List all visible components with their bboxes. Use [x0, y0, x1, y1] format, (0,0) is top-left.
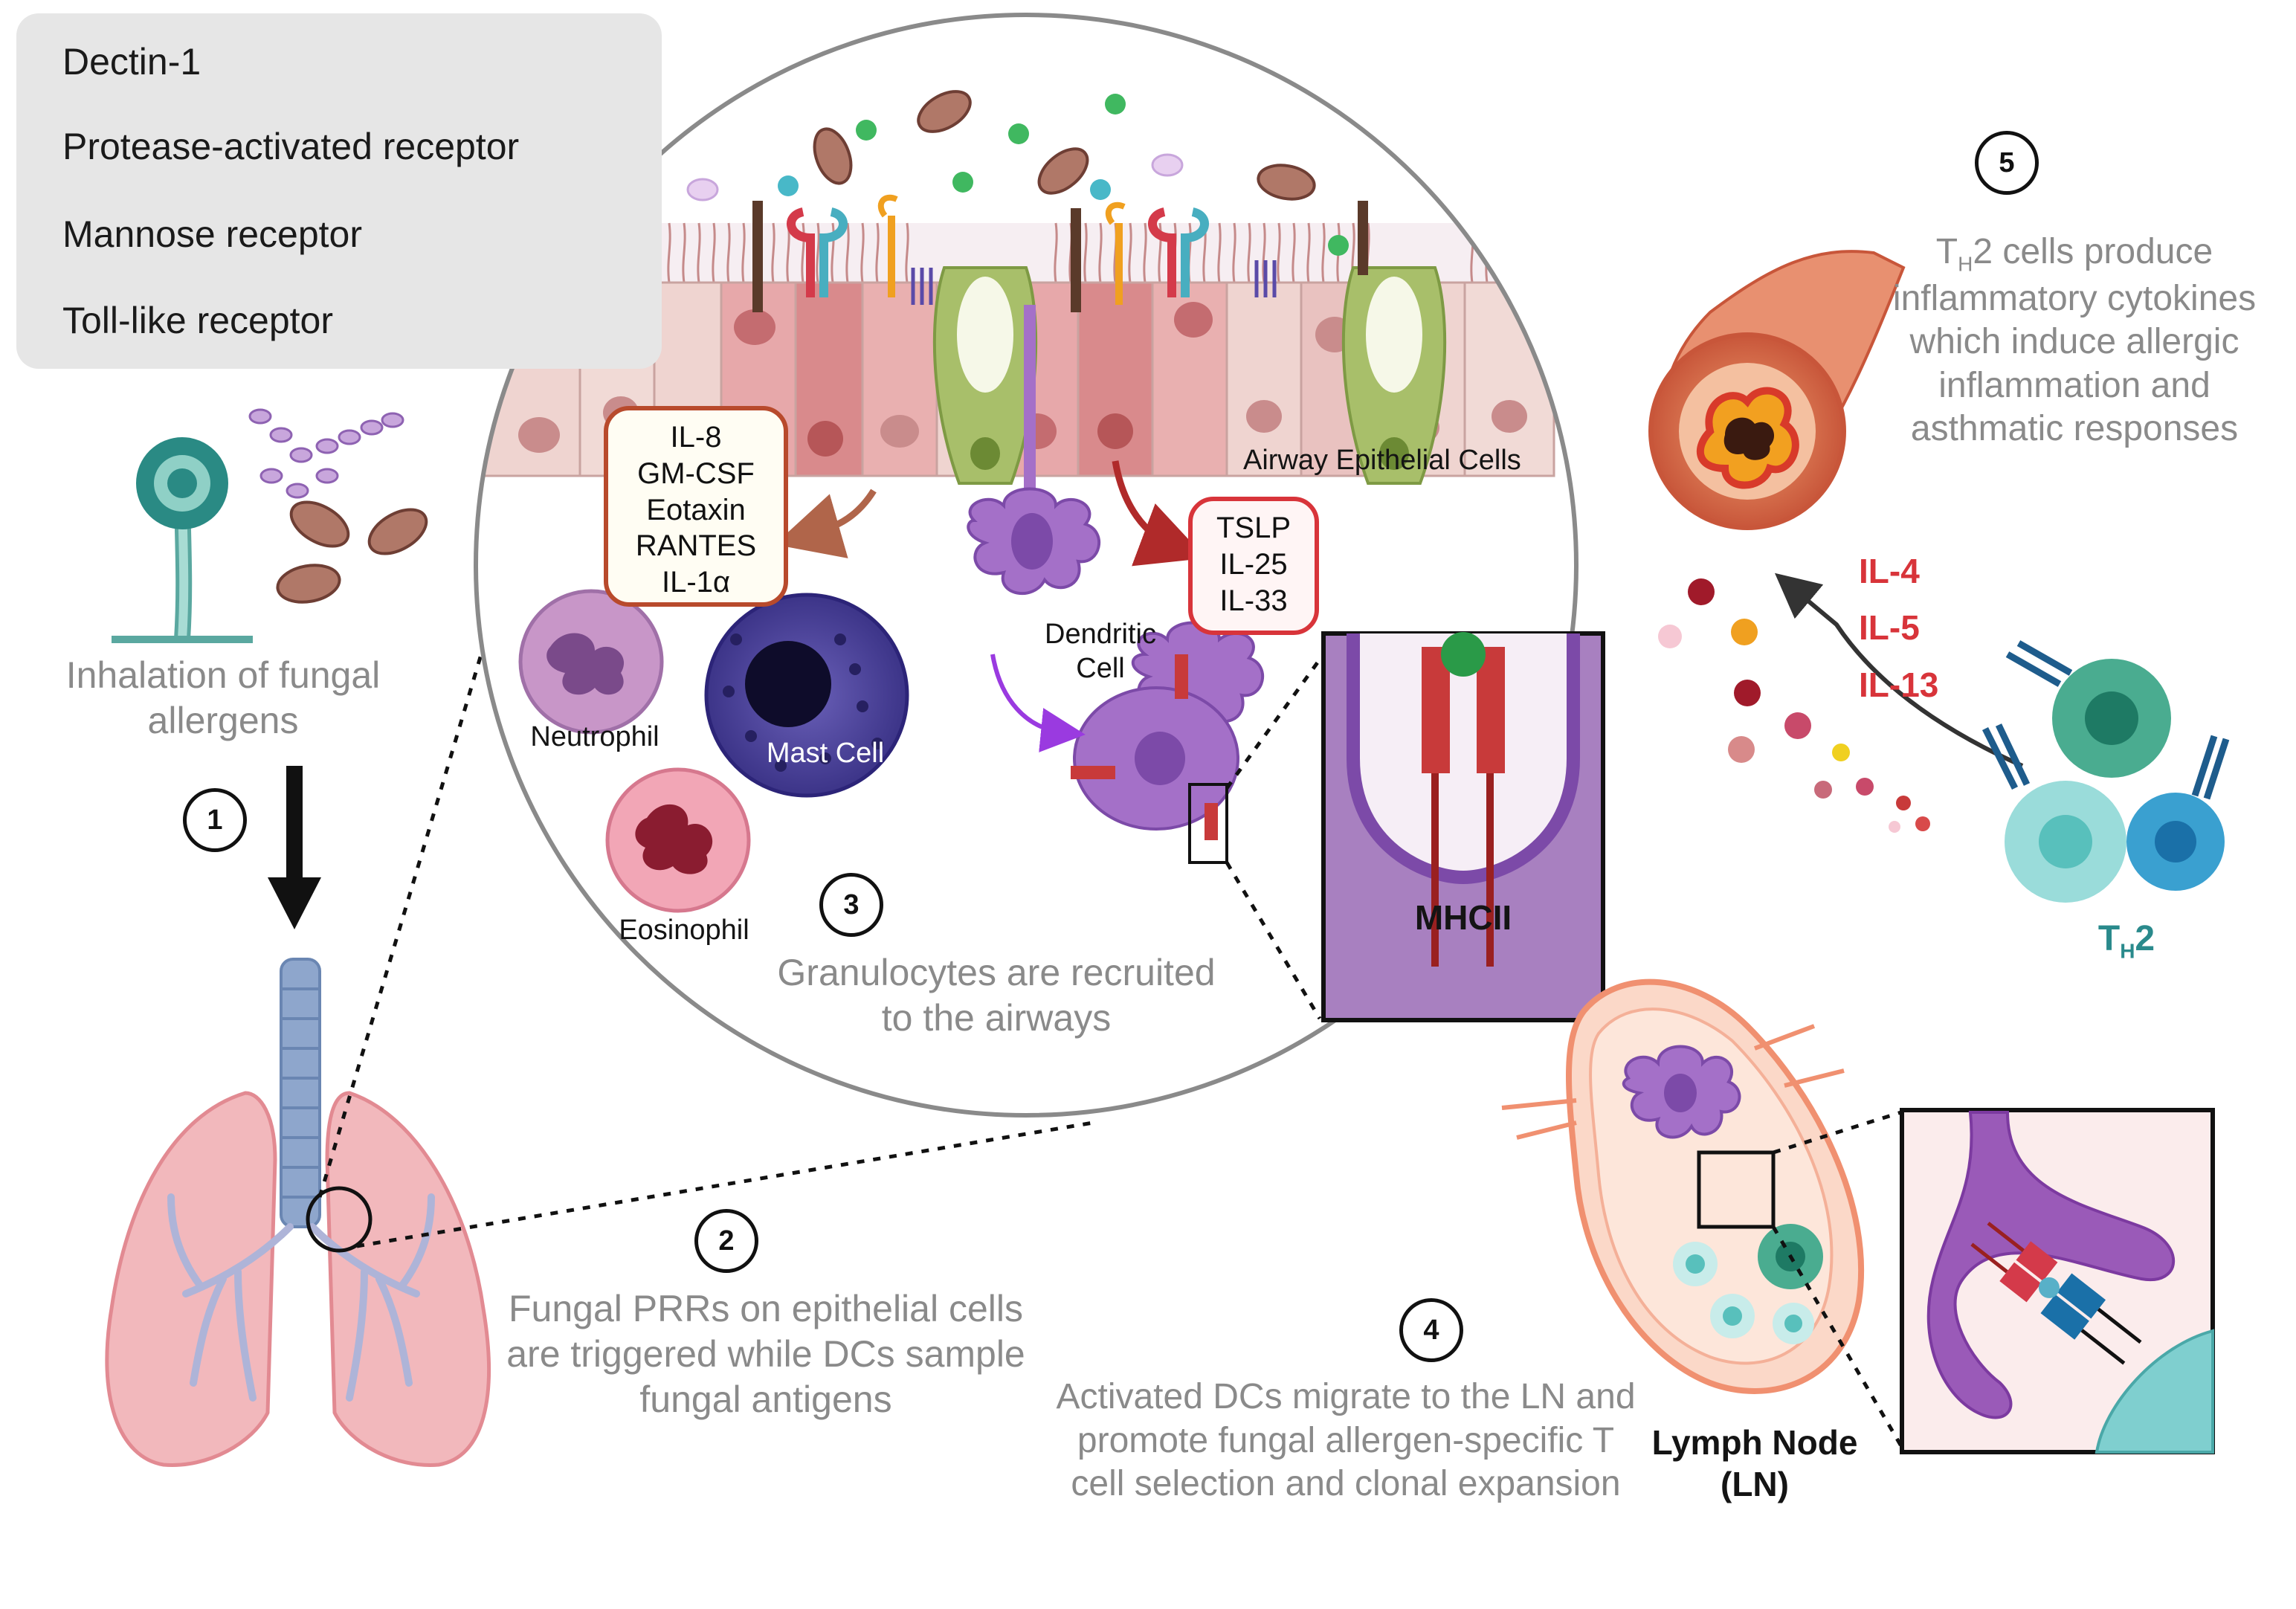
th2-label-t: T	[2097, 919, 2121, 958]
step-1-badge: 1	[183, 788, 247, 852]
legend-label-mannose-receptor: Mannose receptor	[62, 213, 363, 255]
dendritic-cell-icon	[967, 305, 1264, 840]
cytokine-il-8: IL-8	[670, 421, 722, 454]
airway-zoom-circle	[474, 13, 1578, 1118]
th2-cytokine-il-5: IL-5	[1859, 608, 1920, 648]
label-dendritic-cell: Dendritic Cell	[1045, 619, 1156, 685]
alarmin-tslp: TSLP	[1216, 512, 1292, 544]
airborne-spores	[686, 90, 1349, 256]
cytokine-particles	[1658, 578, 1930, 833]
fungus-icon	[112, 437, 253, 643]
th2-label-subscript: H	[2120, 939, 2135, 963]
lungs-icon	[105, 958, 491, 1467]
cytokine-rantes: RANTES	[635, 529, 757, 563]
mhcii-panel	[1321, 631, 1605, 1022]
ln-zoom-line-upper	[1773, 1109, 1904, 1155]
legend-label-dectin-1: Dectin-1	[62, 41, 201, 83]
step-5-text-t: T	[1935, 232, 1958, 271]
alarmin-il-25: IL-25	[1219, 547, 1288, 581]
alarmin-secretion-arrow	[1112, 460, 1207, 567]
label-mast-cell: Mast Cell	[766, 738, 885, 769]
dc-activation-arrow	[990, 654, 1086, 752]
label-airway-epithelial-cells: Airway Epithelial Cells	[1243, 445, 1521, 476]
step-4-text: Activated DCs migrate to the LN and prom…	[1056, 1377, 1636, 1504]
spore-icon	[248, 408, 404, 499]
th2-label-suffix: 2	[2135, 919, 2155, 958]
eosinophil-icon	[605, 767, 751, 913]
th2-cytokine-list: IL-4 IL-5 IL-13	[1859, 543, 1938, 713]
step-5-text-rest: 2 cells produce inflammatory cytokines w…	[1892, 232, 2257, 449]
epithelial-cytokine-box: IL-8 GM-CSF Eotaxin RANTES IL-1α	[604, 406, 788, 607]
cytokine-eotaxin: Eotaxin	[646, 493, 746, 526]
neutrophil-icon	[518, 589, 664, 735]
mhcii-zoom-line-upper	[1225, 653, 1326, 790]
step-5-text: TH2 cells produce inflammatory cytokines…	[1859, 230, 2290, 451]
zoom-line-lower	[356, 1121, 1094, 1248]
protease-activated-receptor	[911, 260, 1277, 305]
step-3-badge: 3	[819, 873, 883, 937]
inhalation-arrow-shaft	[286, 766, 303, 889]
legend-label-toll-like-receptor: Toll-like receptor	[62, 300, 334, 341]
mhcii-zoom-line-lower	[1225, 861, 1322, 1020]
step-5-badge: 5	[1975, 131, 2039, 195]
ln-zoom-line-lower	[1771, 1225, 1906, 1451]
airway-zoom-view	[476, 15, 1576, 1115]
lymph-node-icon	[1501, 978, 1865, 1394]
inhalation-arrow-head	[268, 877, 321, 929]
alarmin-box: TSLP IL-25 IL-33	[1188, 497, 1319, 635]
lung-zoom-marker	[306, 1186, 373, 1253]
fungal-spore-seed-icon	[276, 500, 428, 604]
label-th2: TH2	[2067, 918, 2186, 964]
step-5-text-subscript: H	[1958, 252, 1973, 276]
th2-cytokine-il-4: IL-4	[1859, 552, 1920, 590]
legend-label-protease-activated-receptor: Protease-activated receptor	[62, 126, 520, 167]
immune-synapse-panel	[1900, 1108, 2215, 1454]
mannose-receptor	[752, 201, 1368, 312]
legend-panel	[16, 13, 662, 369]
label-eosinophil: Eosinophil	[619, 915, 749, 946]
label-mhcii: MHCII	[1414, 898, 1512, 937]
goblet-cell	[932, 266, 1447, 485]
lymph-node-zoom-marker	[1697, 1150, 1776, 1229]
epithelial-secretion-arrow	[774, 488, 877, 558]
toll-like-receptor	[787, 207, 1209, 297]
label-lymph-node: Lymph Node (LN)	[1651, 1423, 1858, 1504]
step-2-badge: 2	[694, 1209, 758, 1273]
th2-cell-icon	[1981, 640, 2230, 903]
cytokine-il-1a: IL-1α	[661, 566, 731, 599]
step-1-text: Inhalation of fungal allergens	[65, 654, 381, 741]
step-4-badge: 4	[1399, 1298, 1463, 1362]
step-2-text: Fungal PRRs on epithelial cells are trig…	[506, 1288, 1025, 1420]
mast-cell-icon	[704, 593, 909, 798]
step-3-text: Granulocytes are recruited to the airway…	[777, 952, 1216, 1039]
dc-zoom-marker	[1188, 783, 1228, 864]
th2-cytokine-il-13: IL-13	[1859, 665, 1939, 704]
alarmin-il-33: IL-33	[1219, 584, 1288, 617]
airway-tube-icon	[1648, 250, 1906, 530]
label-neutrophil: Neutrophil	[530, 721, 660, 752]
cytokine-gm-csf: GM-CSF	[637, 457, 755, 490]
